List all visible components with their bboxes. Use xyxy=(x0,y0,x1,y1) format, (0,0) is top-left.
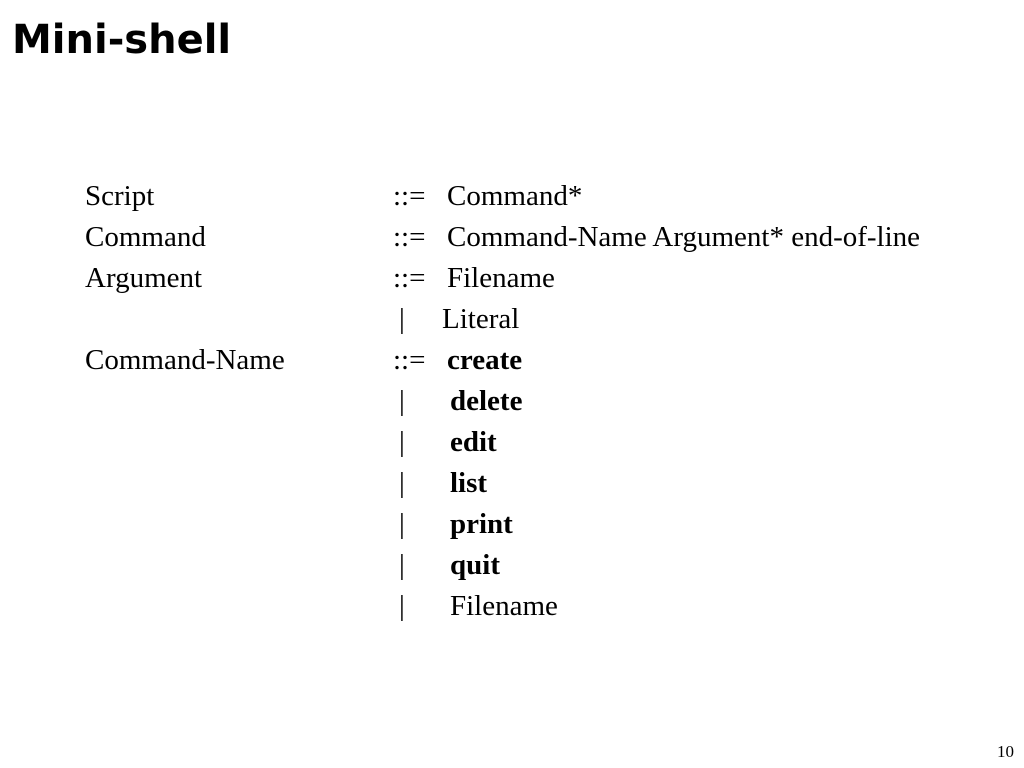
alternative-symbol: | xyxy=(399,508,405,540)
alternative-symbol: | xyxy=(399,426,405,458)
production-text: Filename xyxy=(450,590,558,622)
grammar-alternative-literal: | Literal xyxy=(0,299,1024,340)
grammar-rule-script: Script ::= Command* xyxy=(0,176,1024,217)
nonterminal-label: Command-Name xyxy=(85,344,285,376)
nonterminal-label: Script xyxy=(85,180,155,212)
define-symbol: ::= xyxy=(393,180,426,212)
grammar-alternative-quit: | quit xyxy=(0,545,1024,586)
alternative-symbol: | xyxy=(399,549,405,581)
grammar-alternative-delete: | delete xyxy=(0,381,1024,422)
nonterminal-label: Command xyxy=(85,221,206,253)
slide-title: Mini-shell xyxy=(12,17,232,63)
alternative-symbol: | xyxy=(399,590,405,622)
define-symbol: ::= xyxy=(393,262,426,294)
keyword-print: print xyxy=(450,508,513,540)
production-text: Command-Name Argument* end-of-line xyxy=(447,221,921,253)
alternative-symbol: | xyxy=(399,385,405,417)
grammar-rule-command-name: Command-Name ::= create xyxy=(0,340,1024,381)
grammar-alternative-edit: | edit xyxy=(0,422,1024,463)
production-text: Filename xyxy=(447,262,555,294)
keyword-edit: edit xyxy=(450,426,497,458)
grammar-alternative-print: | print xyxy=(0,504,1024,545)
grammar-rule-command: Command ::= Command-Name Argument* end-o… xyxy=(0,217,1024,258)
production-text: Command* xyxy=(447,180,583,212)
nonterminal-label: Argument xyxy=(85,262,203,294)
production-text: Literal xyxy=(442,303,520,335)
grammar-alternative-filename: | Filename xyxy=(0,586,1024,627)
define-symbol: ::= xyxy=(393,221,426,253)
define-symbol: ::= xyxy=(393,344,426,376)
keyword-delete: delete xyxy=(450,385,523,417)
keyword-quit: quit xyxy=(450,549,500,581)
alternative-symbol: | xyxy=(399,303,405,335)
keyword-create: create xyxy=(447,344,523,376)
keyword-list: list xyxy=(450,467,488,499)
page-number: 10 xyxy=(997,742,1014,761)
alternative-symbol: | xyxy=(399,467,405,499)
grammar-alternative-list: | list xyxy=(0,463,1024,504)
grammar-rule-argument: Argument ::= Filename xyxy=(0,258,1024,299)
